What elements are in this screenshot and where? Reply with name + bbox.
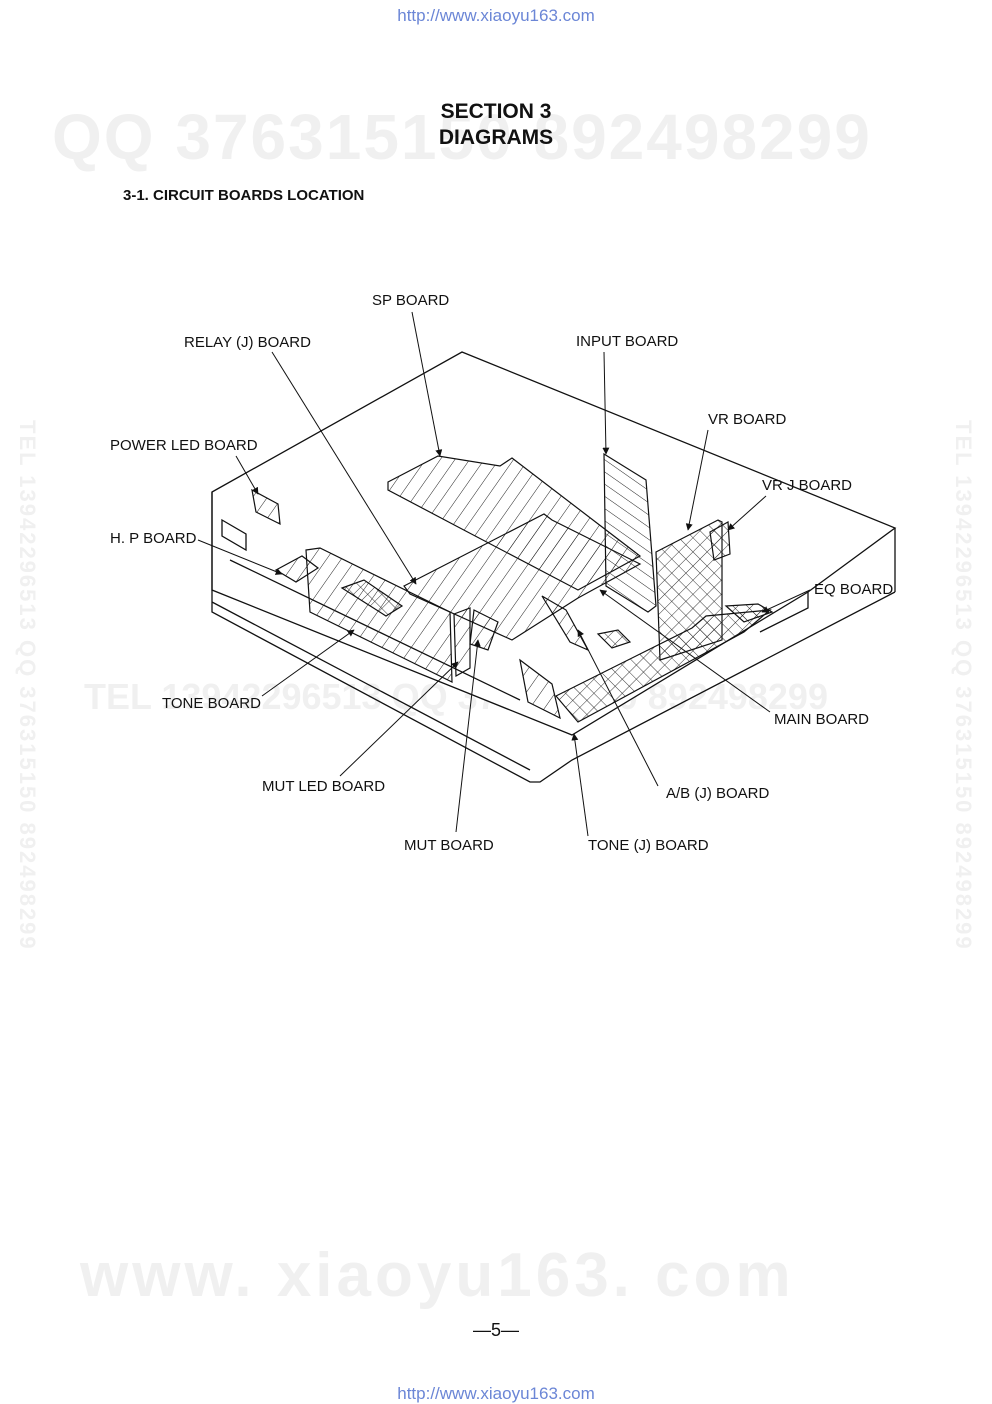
watermark-qq: QQ 376315150 892498299 (52, 101, 872, 173)
leader-mut-led (339, 661, 459, 777)
leader-hp (197, 539, 283, 575)
power-led-board (251, 488, 281, 526)
label-power-led-board: POWER LED BOARD (110, 437, 258, 454)
label-input-board: INPUT BOARD (576, 333, 678, 350)
header-url[interactable]: http://www.xiaoyu163.com (397, 6, 595, 25)
leader-eq (761, 589, 811, 613)
leader-vr (685, 429, 709, 531)
label-tone-board: TONE BOARD (162, 695, 261, 712)
leader-mut (455, 639, 481, 833)
leader-ab (577, 629, 659, 787)
label-vrj-board: VR J BOARD (762, 477, 852, 494)
label-hp-board: H. P BOARD (110, 530, 197, 547)
label-mut-led-board: MUT LED BOARD (262, 778, 385, 795)
input-board (603, 452, 657, 613)
leader-tonej (571, 733, 589, 837)
label-sp-board: SP BOARD (372, 292, 449, 309)
board-labels: SP BOARD RELAY (J) BOARD INPUT BOARD VR … (110, 292, 893, 854)
watermark-vertical-right: TEL 13942296513 QQ 376315150 892498299 (951, 420, 976, 951)
label-tonej-board: TONE (J) BOARD (588, 837, 709, 854)
label-main-board: MAIN BOARD (774, 711, 869, 728)
vrj-board (709, 521, 731, 561)
leader-main (599, 589, 771, 713)
footer-url[interactable]: http://www.xiaoyu163.com (397, 1384, 595, 1403)
eq-board (724, 603, 774, 623)
main-board (555, 609, 772, 723)
chassis-base-inner (211, 601, 531, 771)
watermark-www: www. xiaoyu163. com (80, 1241, 795, 1310)
tone-j-board (519, 658, 561, 720)
section-title: SECTION 3 (440, 100, 552, 123)
leader-relay (271, 351, 417, 585)
leader-vrj (727, 495, 767, 531)
leader-tone (261, 629, 355, 697)
label-relay-board: RELAY (J) BOARD (184, 334, 311, 351)
leader-sp (411, 311, 443, 457)
label-eq-board: EQ BOARD (814, 581, 893, 598)
label-vr-board: VR BOARD (708, 411, 787, 428)
section-subtitle: DIAGRAMS (438, 126, 554, 149)
leader-power-led (235, 455, 259, 495)
chassis-rear-lip (759, 592, 809, 633)
mut-led-board (453, 607, 471, 678)
boards (251, 452, 774, 723)
tone-board (305, 547, 453, 683)
chassis-base-plate (211, 590, 896, 783)
leader-lines (197, 311, 811, 837)
small-board-right (596, 629, 632, 649)
subsection-heading: 3-1. CIRCUIT BOARDS LOCATION (123, 187, 365, 204)
leader-input (602, 351, 610, 455)
small-board-center (340, 579, 404, 617)
page-number: —5— (472, 1320, 519, 1340)
watermark-vertical-left: TEL 13942296513 QQ 376315150 892498299 (15, 420, 40, 951)
label-ab-board: A/B (J) BOARD (666, 785, 770, 802)
hp-jack-cutout (221, 518, 247, 552)
label-mut-board: MUT BOARD (404, 837, 494, 854)
